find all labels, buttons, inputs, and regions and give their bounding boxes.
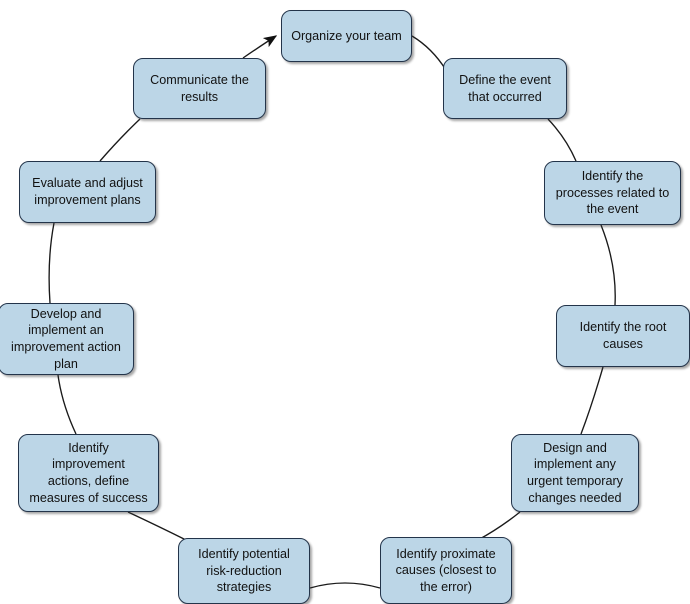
node-identify-improvement-actions-define-measures-of-success[interactable]: Identify improvement actions, define mea… — [18, 434, 159, 512]
connector-design-and-implement-urgent-temporary-changes-to-identify-proximate-causes — [477, 511, 521, 541]
node-communicate-the-results[interactable]: Communicate the results — [133, 58, 266, 119]
node-identify-potential-risk-reduction-strategies[interactable]: Identify potential risk-reduction strate… — [178, 538, 310, 604]
node-label: Identify improvement actions, define mea… — [29, 440, 148, 505]
connector-identify-the-root-causes-to-design-and-implement-urgent-temporary-changes — [580, 366, 604, 435]
node-define-the-event-that-occurred[interactable]: Define the event that occurred — [443, 58, 567, 119]
node-design-and-implement-urgent-temporary-changes[interactable]: Design and implement any urgent temporar… — [511, 434, 639, 512]
node-organize-your-team[interactable]: Organize your team — [281, 10, 412, 62]
connector-organize-your-team-to-define-the-event-that-occurred — [411, 35, 447, 71]
connector-identify-proximate-causes-to-identify-potential-risk-reduction-strategies — [309, 582, 381, 589]
node-label: Identify proximate causes (closest to th… — [395, 546, 497, 594]
node-label: Evaluate and adjust improvement plans — [32, 176, 143, 207]
node-label: Communicate the results — [150, 72, 249, 104]
node-label: Identify the root causes — [579, 320, 667, 351]
node-label: Develop and implement an improvement act… — [11, 306, 121, 371]
node-label: Identify potential risk-reduction strate… — [198, 547, 290, 595]
connector-develop-and-implement-an-improvement-action-plan-to-evaluate-and-adjust-improvement-plans — [48, 222, 55, 304]
connector-evaluate-and-adjust-improvement-plans-to-communicate-the-results — [99, 118, 141, 162]
node-label: Design and implement any urgent temporar… — [527, 440, 623, 505]
connector-identify-improvement-actions-define-measures-of-success-to-develop-and-implement-an-improvement-action-plan — [57, 374, 77, 435]
node-identify-the-processes-related-to-the-event[interactable]: Identify the processes related to the ev… — [544, 161, 681, 225]
cycle-arrowhead — [242, 35, 278, 59]
connector-identify-potential-risk-reduction-strategies-to-identify-improvement-actions-define-measures-of-success — [127, 511, 187, 541]
node-label: Identify the processes related to the ev… — [555, 169, 670, 217]
node-evaluate-and-adjust-improvement-plans[interactable]: Evaluate and adjust improvement plans — [19, 161, 156, 223]
node-identify-proximate-causes[interactable]: Identify proximate causes (closest to th… — [380, 537, 512, 604]
node-label: Define the event that occurred — [459, 72, 551, 104]
connector-identify-the-processes-related-to-the-event-to-identify-the-root-causes — [600, 224, 616, 306]
connector-define-the-event-that-occurred-to-identify-the-processes-related-to-the-event — [547, 118, 577, 162]
node-label: Organize your team — [291, 28, 402, 43]
node-identify-the-root-causes[interactable]: Identify the root causes — [556, 305, 690, 367]
node-develop-and-implement-an-improvement-action-plan[interactable]: Develop and implement an improvement act… — [0, 303, 134, 375]
